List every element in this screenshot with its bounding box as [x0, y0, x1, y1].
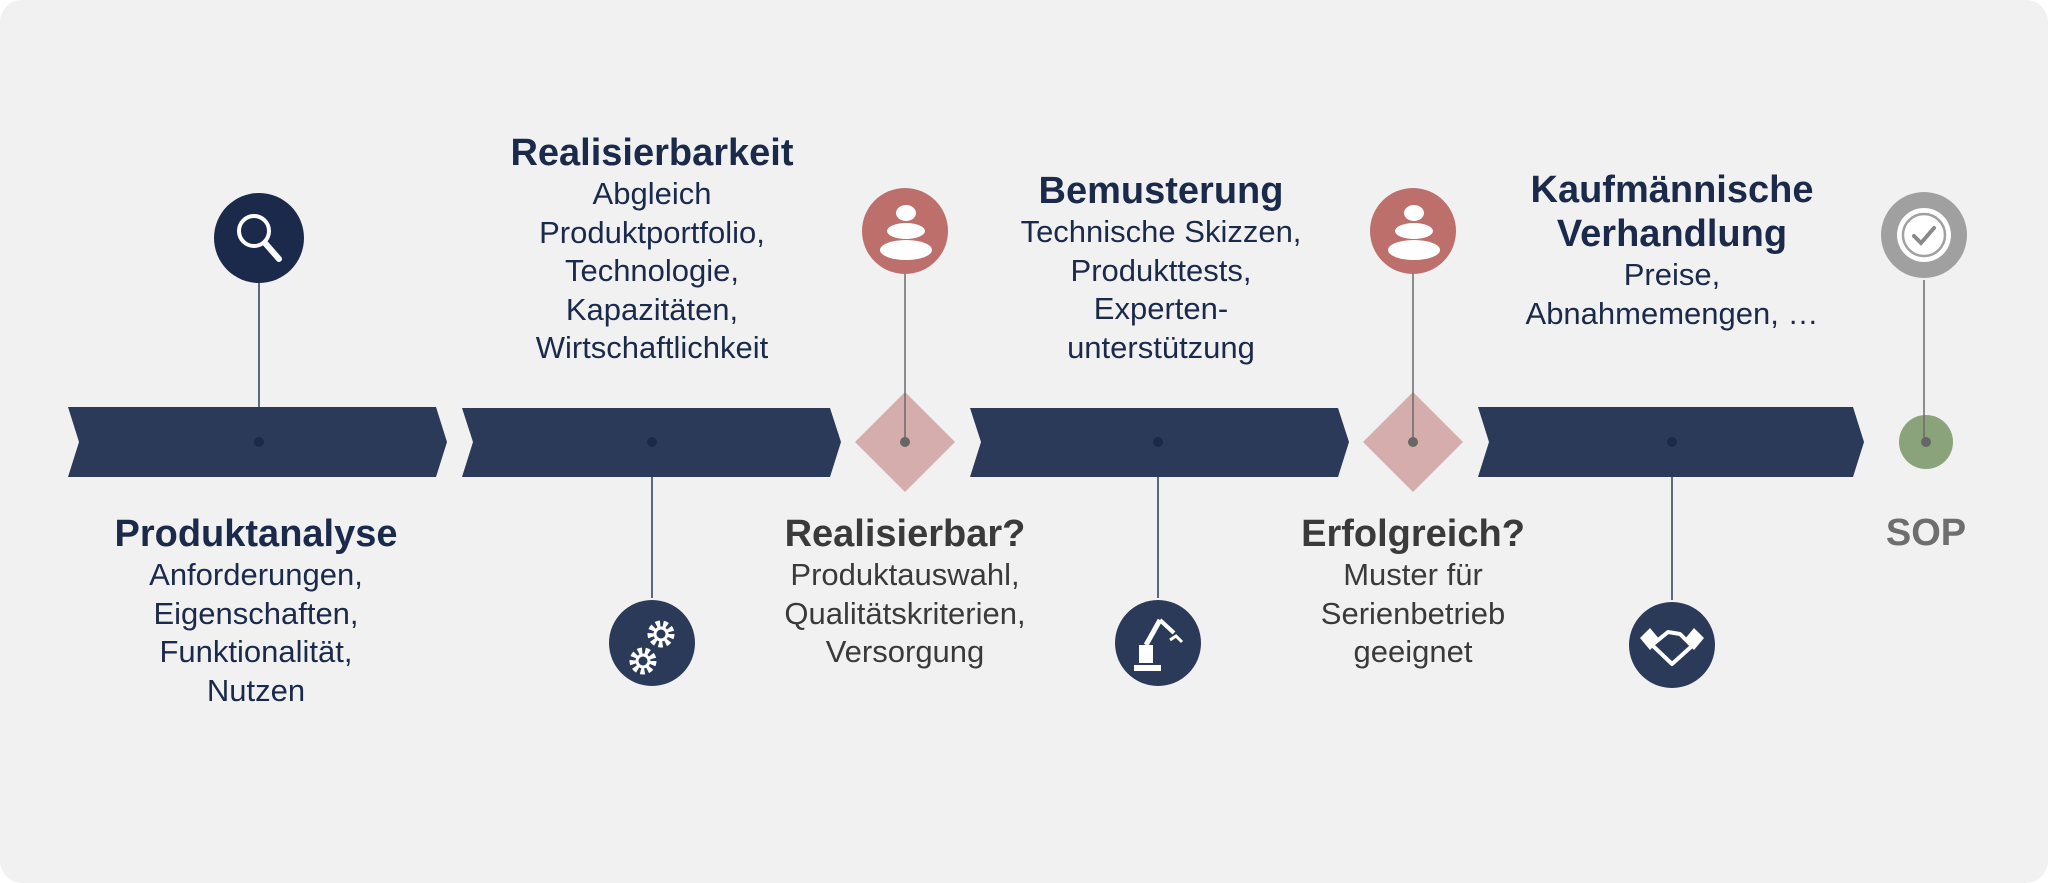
stacked-stones-icon: [1370, 188, 1456, 274]
phase-detail: Produktportfolio,: [539, 214, 765, 250]
phase-detail: Anforderungen,: [149, 557, 363, 592]
decision-realisierbar-text: Realisierbar? Produktauswahl, Qualitätsk…: [784, 512, 1025, 672]
phase-verhandlung-text: Kaufmännische Verhandlung Preise, Abnahm…: [1526, 168, 1819, 333]
phase-detail: Technologie,: [564, 253, 740, 288]
decision-title: Realisierbar?: [784, 513, 1026, 555]
decision-detail: Muster für: [1343, 557, 1483, 592]
handshake-icon: [1629, 602, 1715, 688]
phase-title: Realisierbarkeit: [510, 132, 794, 174]
certificate-check-icon: [1881, 192, 1967, 278]
phase-title: Verhandlung: [1556, 213, 1788, 255]
phase-detail: Technische Skizzen,: [1020, 214, 1302, 249]
magnifier-icon: [214, 193, 304, 283]
phase-produktanalyse-text: Produktanalyse Anforderungen, Eigenschaf…: [115, 512, 398, 710]
phase-detail: Produkttests,: [1070, 252, 1252, 288]
decision-detail: Produktauswahl,: [790, 557, 1020, 592]
decision-detail: Qualitätskriterien,: [784, 595, 1026, 631]
phase-detail: Abnahmemengen, …: [1525, 295, 1819, 331]
phase-detail: unterstützung: [1067, 329, 1255, 365]
phase-detail: Preise,: [1623, 257, 1721, 292]
gears-icon: [609, 600, 695, 686]
phase-detail: Abgleich: [592, 176, 712, 211]
sop-label: SOP: [1885, 512, 1967, 554]
phase-detail: Funktionalität,: [159, 634, 353, 669]
phase-detail: Kapazitäten,: [565, 291, 739, 327]
decision-detail: Versorgung: [825, 634, 985, 669]
decision-erfolgreich-text: Erfolgreich? Muster für Serienbetrieb ge…: [1301, 512, 1525, 672]
decision-detail: Serienbetrieb: [1320, 595, 1506, 631]
stacked-stones-icon: [862, 188, 948, 274]
phase-bemusterung-text: Bemusterung Technische Skizzen, Produktt…: [1021, 169, 1302, 367]
phase-detail: Wirtschaftlichkeit: [535, 330, 769, 365]
decision-detail: geeignet: [1353, 634, 1473, 669]
phase-title: Bemusterung: [1038, 170, 1284, 212]
decision-title: Erfolgreich?: [1301, 513, 1525, 555]
phase-detail: Experten-: [1093, 291, 1229, 326]
phase-title: Produktanalyse: [114, 513, 398, 555]
robot-arm-icon: [1115, 600, 1201, 686]
phase-detail: Eigenschaften,: [153, 595, 359, 631]
phase-title: Kaufmännische: [1530, 169, 1814, 211]
phase-detail: Nutzen: [206, 672, 306, 708]
phase-realisierbarkeit-text: Realisierbarkeit Abgleich Produktportfol…: [510, 131, 793, 368]
